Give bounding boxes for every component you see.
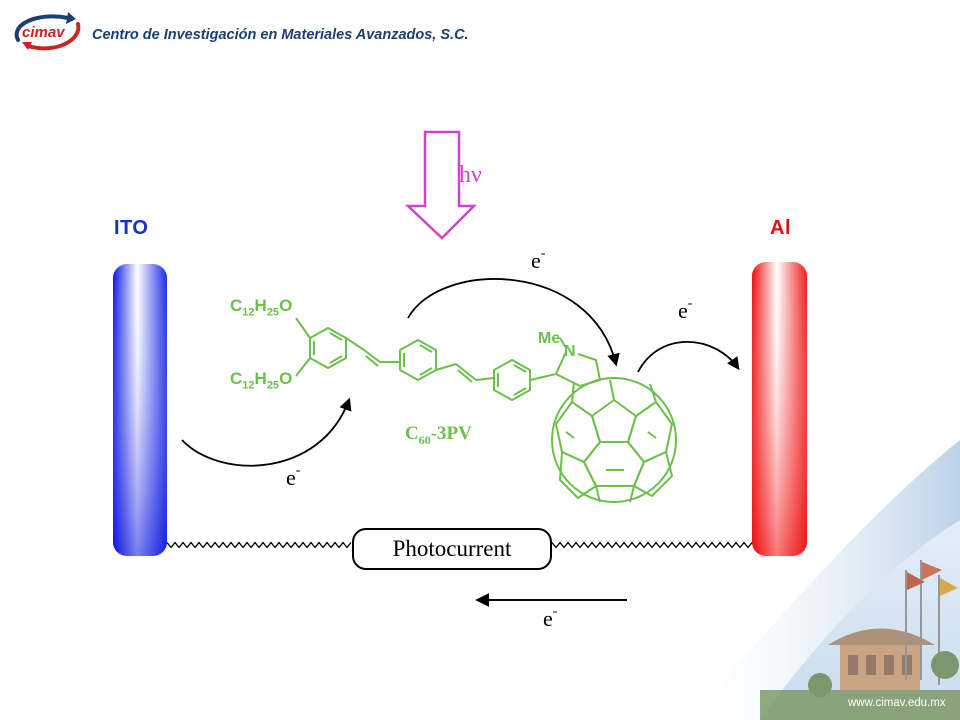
methyl-label: Me xyxy=(538,330,561,347)
cimav-logo: cimav xyxy=(14,12,81,51)
circuit-wire-left xyxy=(166,541,352,549)
ito-electrode xyxy=(113,264,167,556)
logo-wordmark: cimav xyxy=(22,24,66,41)
molecule-structure xyxy=(295,317,677,503)
electron-arrow-ito-to-molecule xyxy=(181,397,352,467)
electron-label-bottom: e- xyxy=(543,603,558,631)
ito-electrode-label: ITO xyxy=(114,217,149,239)
institution-title: Centro de Investigación en Materiales Av… xyxy=(92,27,469,43)
website-url: www.cimav.edu.mx xyxy=(848,697,946,709)
al-electrode xyxy=(752,262,807,556)
substituent-bottom-label: C12H25O xyxy=(230,369,293,392)
electron-arrow-donor-to-fullerene xyxy=(407,278,620,367)
nitrogen-label: N xyxy=(564,343,576,360)
electron-arrow-fullerene-to-al xyxy=(637,340,740,373)
photocurrent-box: Photocurrent xyxy=(352,528,552,570)
light-label: hν xyxy=(459,162,482,188)
electron-label-top: e- xyxy=(531,245,546,273)
circuit-wire-right xyxy=(551,541,753,549)
electron-label-right: e- xyxy=(678,295,693,323)
substituent-top-label: C12H25O xyxy=(230,296,293,319)
molecule-name: C60-3PV xyxy=(405,423,472,447)
al-electrode-label: Al xyxy=(770,217,791,239)
light-arrow xyxy=(404,130,478,240)
electron-label-left: e- xyxy=(286,462,301,490)
photocurrent-label: Photocurrent xyxy=(392,536,512,561)
building-photo xyxy=(760,560,960,720)
